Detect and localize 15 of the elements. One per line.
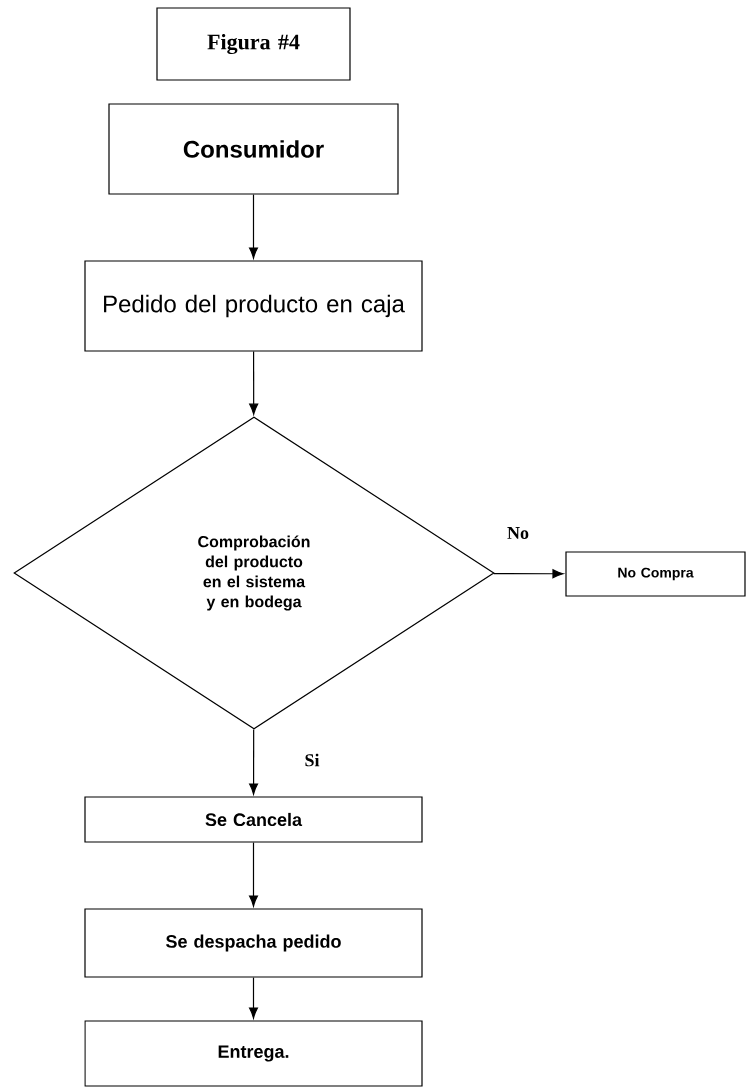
edge-label: Si: [303, 752, 321, 768]
title-box: Figura #4: [156, 7, 351, 81]
edge-label: No: [506, 526, 530, 540]
arrow: [248, 977, 259, 1019]
arrow: [248, 194, 259, 259]
process-box: Se despacha pedido: [84, 908, 423, 978]
process-box: Se Cancela: [84, 796, 423, 843]
process-box: No Compra: [565, 551, 746, 597]
arrow: [249, 351, 259, 415]
process-box: Pedido del producto en caja: [84, 260, 423, 352]
process-box: Consumidor: [108, 103, 399, 195]
arrow: [249, 728, 259, 795]
arrow: [248, 842, 259, 907]
process-box: Entrega.: [84, 1020, 423, 1087]
arrow: [493, 569, 564, 579]
